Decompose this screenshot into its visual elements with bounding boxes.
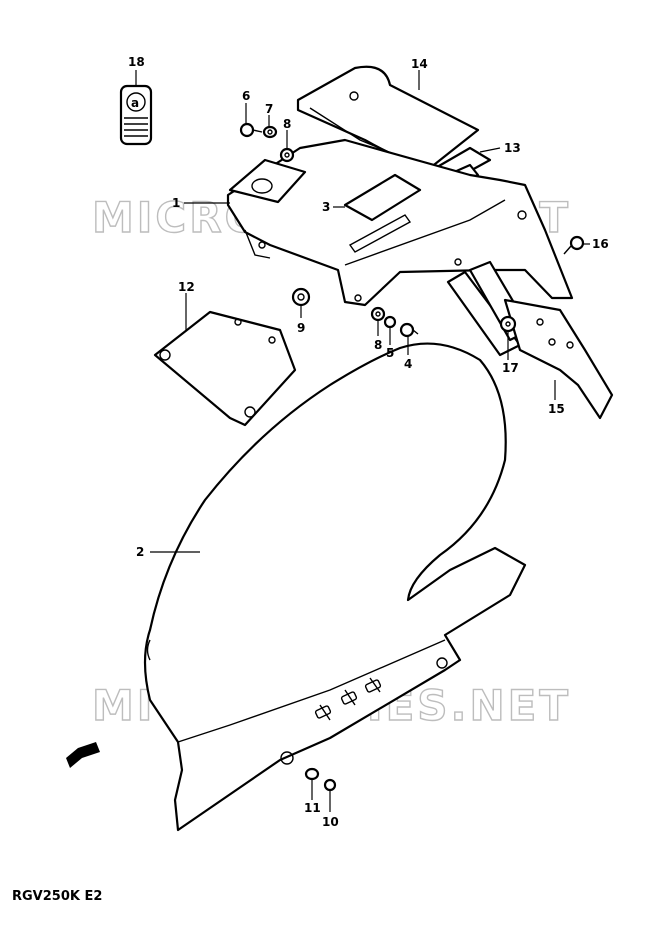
- callout-2: 2: [136, 545, 144, 559]
- collar-8-upper: [279, 147, 295, 163]
- svg-text:a: a: [131, 96, 139, 110]
- leader-lines: [135, 70, 590, 812]
- callout-5: 5: [386, 346, 394, 360]
- callout-8-upper: 8: [283, 117, 291, 131]
- gasket-plate-part: [153, 310, 297, 427]
- callout-4: 4: [404, 357, 412, 371]
- callout-16: 16: [592, 237, 609, 251]
- callout-3: 3: [322, 200, 330, 214]
- front-direction-arrow-icon: [66, 742, 100, 768]
- callout-13: 13: [504, 141, 521, 155]
- bolt-4: [399, 322, 419, 338]
- callout-10: 10: [322, 815, 339, 829]
- callout-17: 17: [502, 361, 519, 375]
- nut-17: [499, 315, 517, 333]
- grommet-9: [291, 287, 311, 307]
- collar-8-lower: [370, 306, 386, 322]
- callout-7: 7: [265, 102, 273, 116]
- rear-fender-part: [143, 342, 527, 832]
- callout-8-lower: 8: [374, 338, 382, 352]
- washer-7: [262, 125, 278, 139]
- model-code: RGV250K E2: [12, 889, 103, 904]
- callout-18: 18: [128, 55, 145, 69]
- callout-1: 1: [172, 196, 180, 210]
- callout-12: 12: [178, 280, 195, 294]
- caution-label-icon: a: [119, 84, 153, 146]
- screw-6: [239, 122, 263, 138]
- callout-15: 15: [548, 402, 565, 416]
- callout-9: 9: [297, 321, 305, 335]
- bolt-16: [563, 235, 585, 255]
- washer-11: [304, 767, 320, 781]
- callout-6: 6: [242, 89, 250, 103]
- callout-14: 14: [411, 57, 428, 71]
- callout-11: 11: [304, 801, 321, 815]
- washer-5: [383, 315, 397, 329]
- screw-10: [323, 778, 337, 792]
- rear-frame-part: [226, 138, 574, 307]
- rubber-pad-part: [343, 173, 422, 253]
